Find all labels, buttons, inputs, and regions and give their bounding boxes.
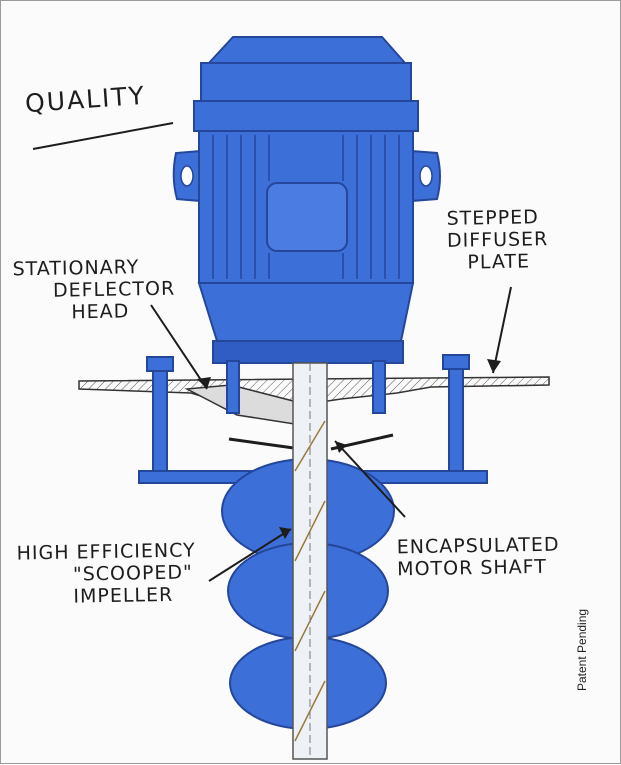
label-encapsulated-motor-shaft: ENCAPSULATED MOTOR SHAFT <box>397 534 560 581</box>
leader-lines <box>150 286 512 582</box>
label-line: MOTOR SHAFT <box>397 555 548 581</box>
label-line: HEAD <box>71 300 130 324</box>
label-line: DIFFUSER <box>446 228 549 252</box>
label-line: HIGH EFFICIENCY <box>16 539 196 565</box>
label-line: PLATE <box>467 250 531 274</box>
motor-cooling-fins <box>212 135 400 279</box>
label-line: IMPELLER <box>73 583 174 608</box>
deflector-arm-left <box>228 437 302 451</box>
motor-flange <box>212 340 404 364</box>
label-line: ENCAPSULATED <box>396 533 560 559</box>
right-lifting-ear <box>410 149 441 203</box>
junction-box <box>266 182 348 252</box>
left-lifting-ear <box>172 149 202 203</box>
patent-note: Patent Pending <box>575 608 589 691</box>
motor-band-2 <box>193 100 419 132</box>
label-stepped-diffuser-plate: STEPPED DIFFUSER PLATE <box>446 206 548 274</box>
label-line: "SCOOPED" <box>72 561 193 586</box>
motor-lower-housing <box>197 282 415 342</box>
motor-top-band <box>200 62 412 102</box>
motor-top-cap <box>206 36 408 64</box>
leader-arrowheads <box>197 359 501 539</box>
label-high-efficiency-impeller: HIGH EFFICIENCY "SCOOPED" IMPELLER <box>16 539 196 608</box>
label-line: STEPPED <box>446 206 540 230</box>
title-underline <box>32 122 174 150</box>
label-line: DEFLECTOR <box>52 277 176 302</box>
label-line: STATIONARY <box>12 256 140 281</box>
label-stationary-deflector-head: STATIONARY DEFLECTOR HEAD <box>12 256 175 325</box>
